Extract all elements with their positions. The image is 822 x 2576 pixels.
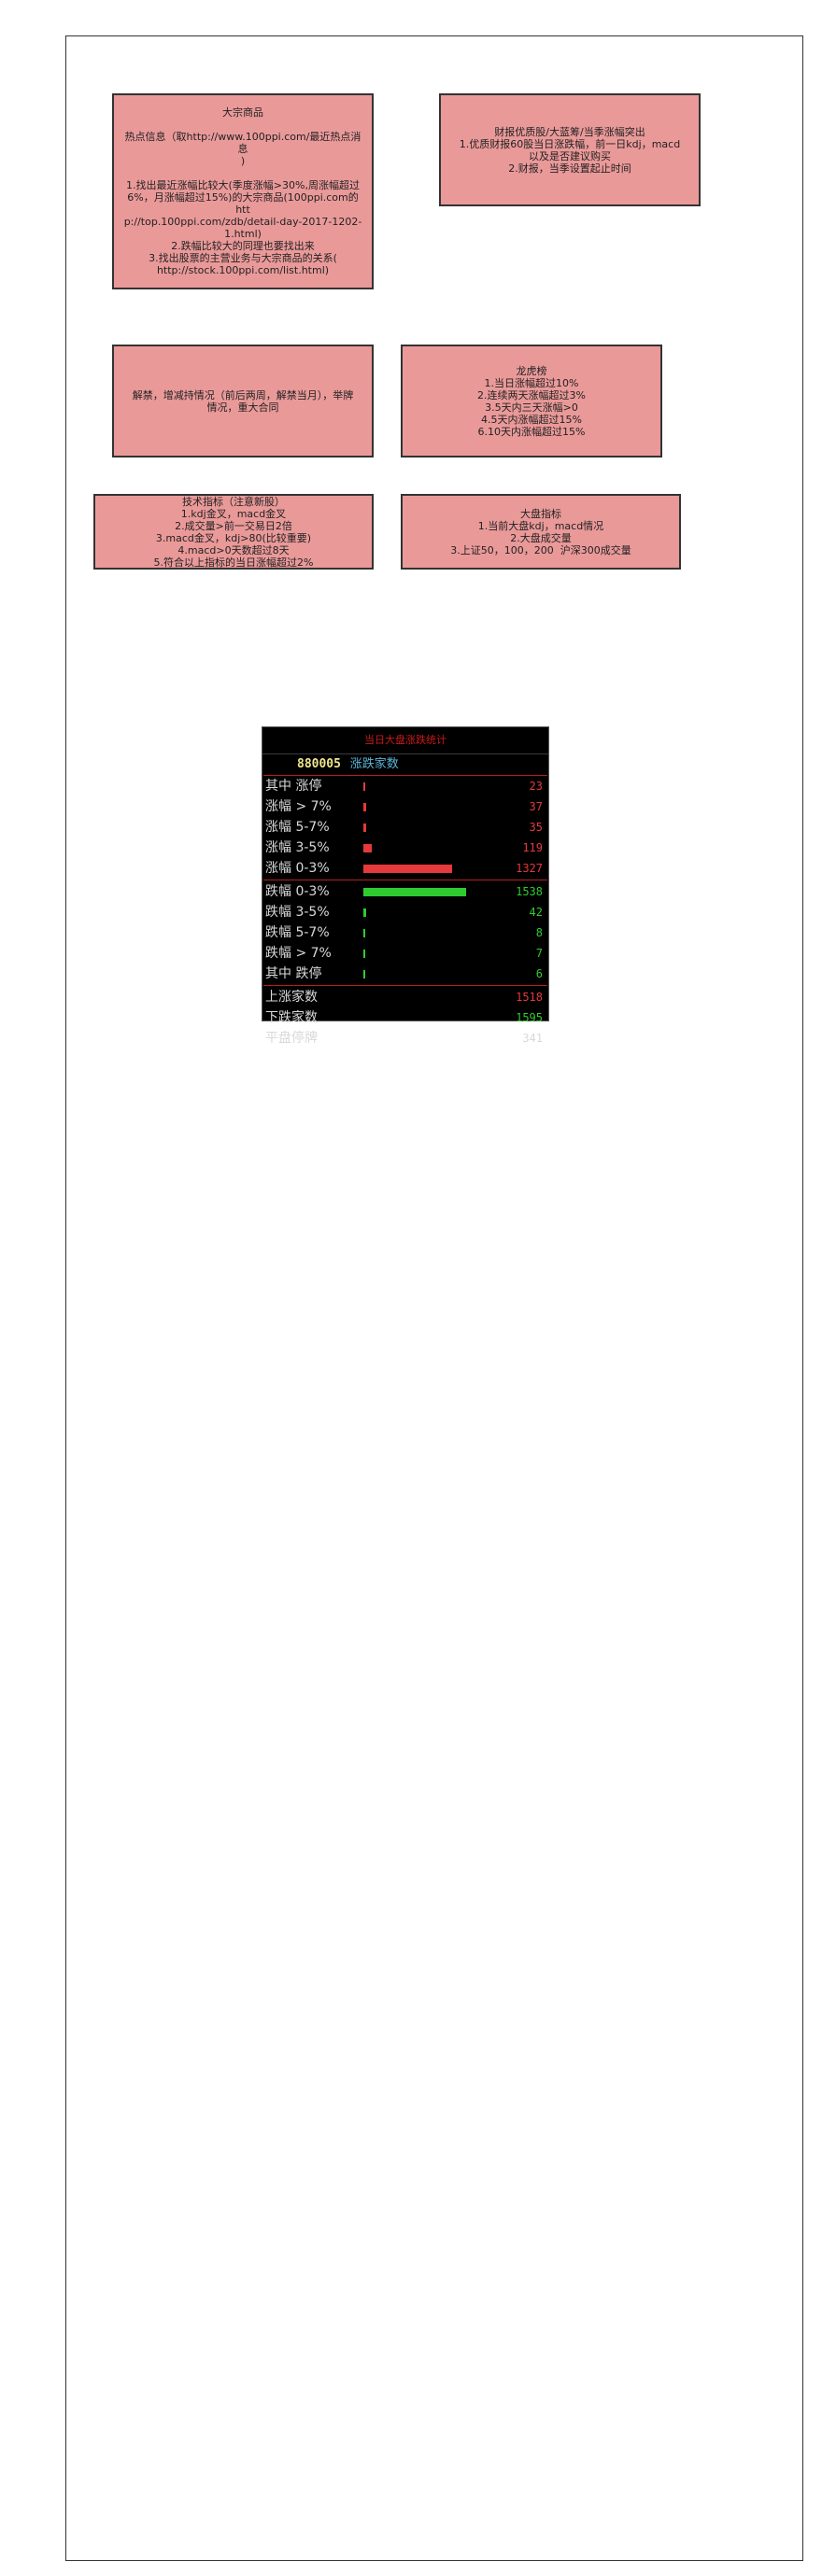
note-line: 财报优质股/大蓝筹/当季涨幅突出 (494, 125, 645, 138)
note-line: 大宗商品 (222, 106, 263, 119)
down_rows-row: 跌幅 3-5% 42 (265, 902, 543, 922)
note-line: 3.macd金叉，kdj>80(比较重要) (155, 531, 312, 544)
note-commodity[interactable]: 大宗商品热点信息（取http://www.100ppi.com/最近热点消息) 1… (112, 93, 374, 289)
up_rows-bar (363, 844, 372, 852)
down_rows-label: 跌幅 0-3% (265, 884, 330, 899)
up_rows-label: 涨幅 0-3% (265, 861, 330, 876)
note-line: 6.10天内涨幅超过15% (477, 425, 586, 438)
up_rows-label: 涨幅 5-7% (265, 820, 330, 835)
totals-label: 下跌家数 (265, 1010, 318, 1025)
up_rows-value: 37 (529, 800, 543, 813)
totals-value: 341 (522, 1032, 543, 1045)
note-line: 1.html) (224, 228, 262, 240)
down_rows-bar (363, 929, 365, 937)
totals-value: 1518 (516, 991, 543, 1004)
down_rows-label: 跌幅 3-5% (265, 905, 330, 920)
note-line: 以及是否建议购买 (529, 149, 611, 162)
note-line: ) (240, 155, 246, 167)
totals-row: 上涨家数 1518 (265, 987, 543, 1007)
panel-code: 880005 (297, 757, 341, 771)
down_rows-value: 6 (535, 967, 543, 980)
note-line: 1.找出最近涨幅比较大(季度涨幅>30%,周涨幅超过 (126, 179, 360, 191)
up_rows-row: 涨幅 > 7% 37 (265, 796, 543, 817)
totals-label: 上涨家数 (265, 990, 318, 1005)
note-line: 技术指标（注意新股） (182, 495, 285, 508)
note-line: 2.财报，当季设置起止时间 (508, 162, 631, 175)
down_rows-label: 跌幅 > 7% (265, 946, 332, 961)
note-line: 1.优质财报60股当日涨跌幅，前一日kdj，macd (459, 137, 681, 150)
totals-row: 下跌家数 1595 (265, 1007, 543, 1028)
up_rows-row: 涨幅 5-7% 35 (265, 817, 543, 838)
up_rows-bar (363, 782, 365, 791)
up_rows-label: 涨幅 > 7% (265, 799, 332, 814)
note-unlock[interactable]: 解禁，增减持情况（前后两周，解禁当月），举牌情况，重大合同 (112, 345, 374, 457)
note-line: 4.macd>0天数超过8天 (177, 543, 290, 556)
note-line: 3.5天内三天涨幅>0 (485, 401, 578, 414)
note-line: 解禁，增减持情况（前后两周，解禁当月），举牌 (132, 388, 354, 401)
down_rows-label: 跌幅 5-7% (265, 925, 330, 940)
note-line: 龙虎榜 (516, 364, 547, 377)
down_rows-value: 1538 (516, 885, 543, 898)
up_rows-row: 涨幅 3-5% 119 (265, 838, 543, 858)
totals-row: 平盘停牌 341 (265, 1028, 543, 1049)
note-line: 5.符合以上指标的当日涨幅超过2% (153, 556, 314, 569)
note-line: 2.连续两天涨幅超过3% (477, 388, 586, 401)
note-line: 3.上证50，100，200 沪深300成交量 (450, 543, 631, 556)
panel-subtitle: 涨跌家数 (349, 757, 399, 771)
up_rows-label: 其中 涨停 (265, 779, 322, 794)
note-line: 大盘指标 (520, 507, 561, 520)
up_rows-value: 119 (522, 841, 543, 854)
down_rows-bar (363, 970, 365, 978)
down_rows-row: 跌幅 0-3% 1538 (265, 881, 543, 902)
down_rows-row: 跌幅 > 7% 7 (265, 943, 543, 964)
up_rows-bar (363, 865, 452, 873)
down_rows-bar (363, 950, 365, 958)
note-line: 2.跌幅比较大的同理也要找出来 (171, 240, 315, 252)
down_rows-bar (363, 888, 466, 896)
panel-title: 当日大盘涨跌统计 (262, 727, 548, 754)
down_rows-bar (363, 908, 366, 917)
down_rows-row: 其中 跌停 6 (265, 964, 543, 984)
down_rows-value: 7 (535, 947, 543, 960)
down_rows-value: 42 (529, 906, 543, 919)
note-line: 1.kdj金叉，macd金叉 (180, 507, 287, 520)
note-line: 1.当日涨幅超过10% (484, 376, 579, 389)
note-line: 4.5天内涨幅超过15% (481, 413, 582, 426)
up_rows-bar (363, 823, 366, 832)
note-line: 2.成交量>前一交易日2倍 (175, 519, 292, 532)
down_rows-row: 跌幅 5-7% 8 (265, 922, 543, 943)
note-line: 热点信息（取http://www.100ppi.com/最近热点消息 (124, 131, 361, 155)
down_rows-value: 8 (535, 926, 543, 939)
up_rows-value: 1327 (516, 862, 543, 875)
up_rows-value: 35 (529, 821, 543, 834)
note-line: 3.找出股票的主营业务与大宗商品的关系( (149, 252, 337, 264)
up_rows-bar (363, 803, 366, 811)
up_rows-value: 23 (529, 780, 543, 793)
note-line: 6%，月涨幅超过15%)的大宗商品(100ppi.com的htt (127, 191, 359, 216)
panel-subheader: 880005 涨跌家数 (263, 754, 547, 776)
up_rows-label: 涨幅 3-5% (265, 840, 330, 855)
up_rows-row: 其中 涨停 23 (265, 776, 543, 796)
up_rows-row: 涨幅 0-3% 1327 (265, 858, 543, 879)
note-line: 2.大盘成交量 (510, 531, 572, 544)
divider (263, 985, 547, 986)
totals-label: 平盘停牌 (265, 1031, 318, 1046)
note-line: 情况，重大合同 (206, 401, 279, 414)
note-line: http://stock.100ppi.com/list.html) (156, 264, 330, 276)
note-line: 1.当前大盘kdj，macd情况 (477, 519, 604, 532)
note-line: p://top.100ppi.com/zdb/detail-day-2017-1… (123, 216, 362, 228)
totals-value: 1595 (516, 1011, 543, 1024)
down_rows-label: 其中 跌停 (265, 966, 322, 981)
